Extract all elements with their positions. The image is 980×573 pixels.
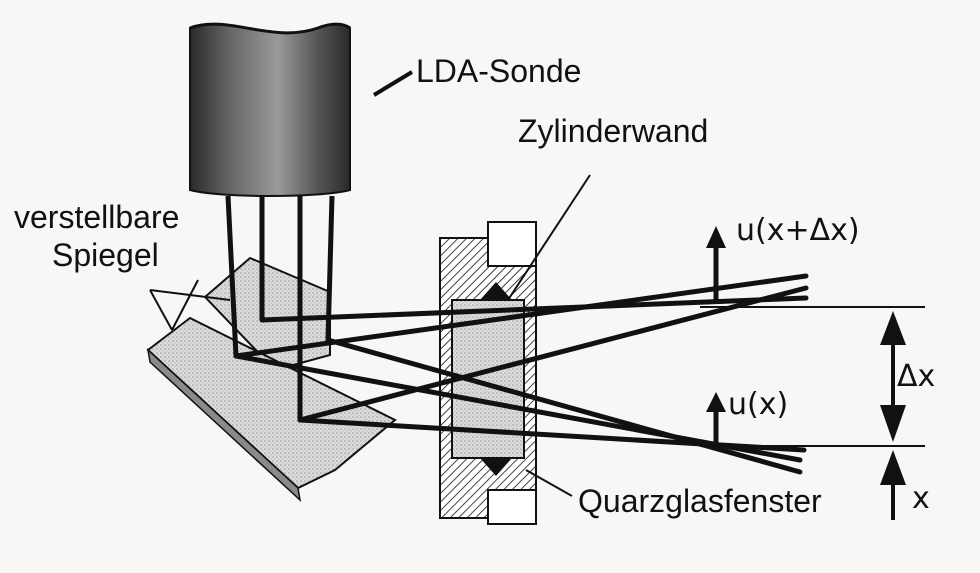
velocity-upper-label: u(x+Δx) <box>736 213 860 248</box>
delta-x-dimension <box>880 311 906 442</box>
lda-probe <box>189 22 351 197</box>
mirror-leader-lines <box>149 279 231 331</box>
wall-leader-line <box>507 174 591 301</box>
x-label: x <box>912 481 930 516</box>
cylinder-wall-label: Zylinderwand <box>518 113 708 149</box>
velocity-arrow-upper <box>706 226 726 300</box>
velocity-arrow-lower <box>706 392 726 446</box>
x-arrow <box>880 450 906 520</box>
window-leader-line <box>525 469 573 497</box>
probe-label: LDA-Sonde <box>416 53 581 89</box>
measurement-reference-lines <box>700 306 925 447</box>
window-label: Quarzglasfenster <box>578 483 822 519</box>
mirrors-label-line1: verstellbare <box>14 199 179 235</box>
probe-leader-line <box>372 70 414 97</box>
delta-x-label: Δx <box>897 359 935 394</box>
mirrors-label-line2: Spiegel <box>52 237 159 273</box>
velocity-lower-label: u(x) <box>728 387 788 422</box>
